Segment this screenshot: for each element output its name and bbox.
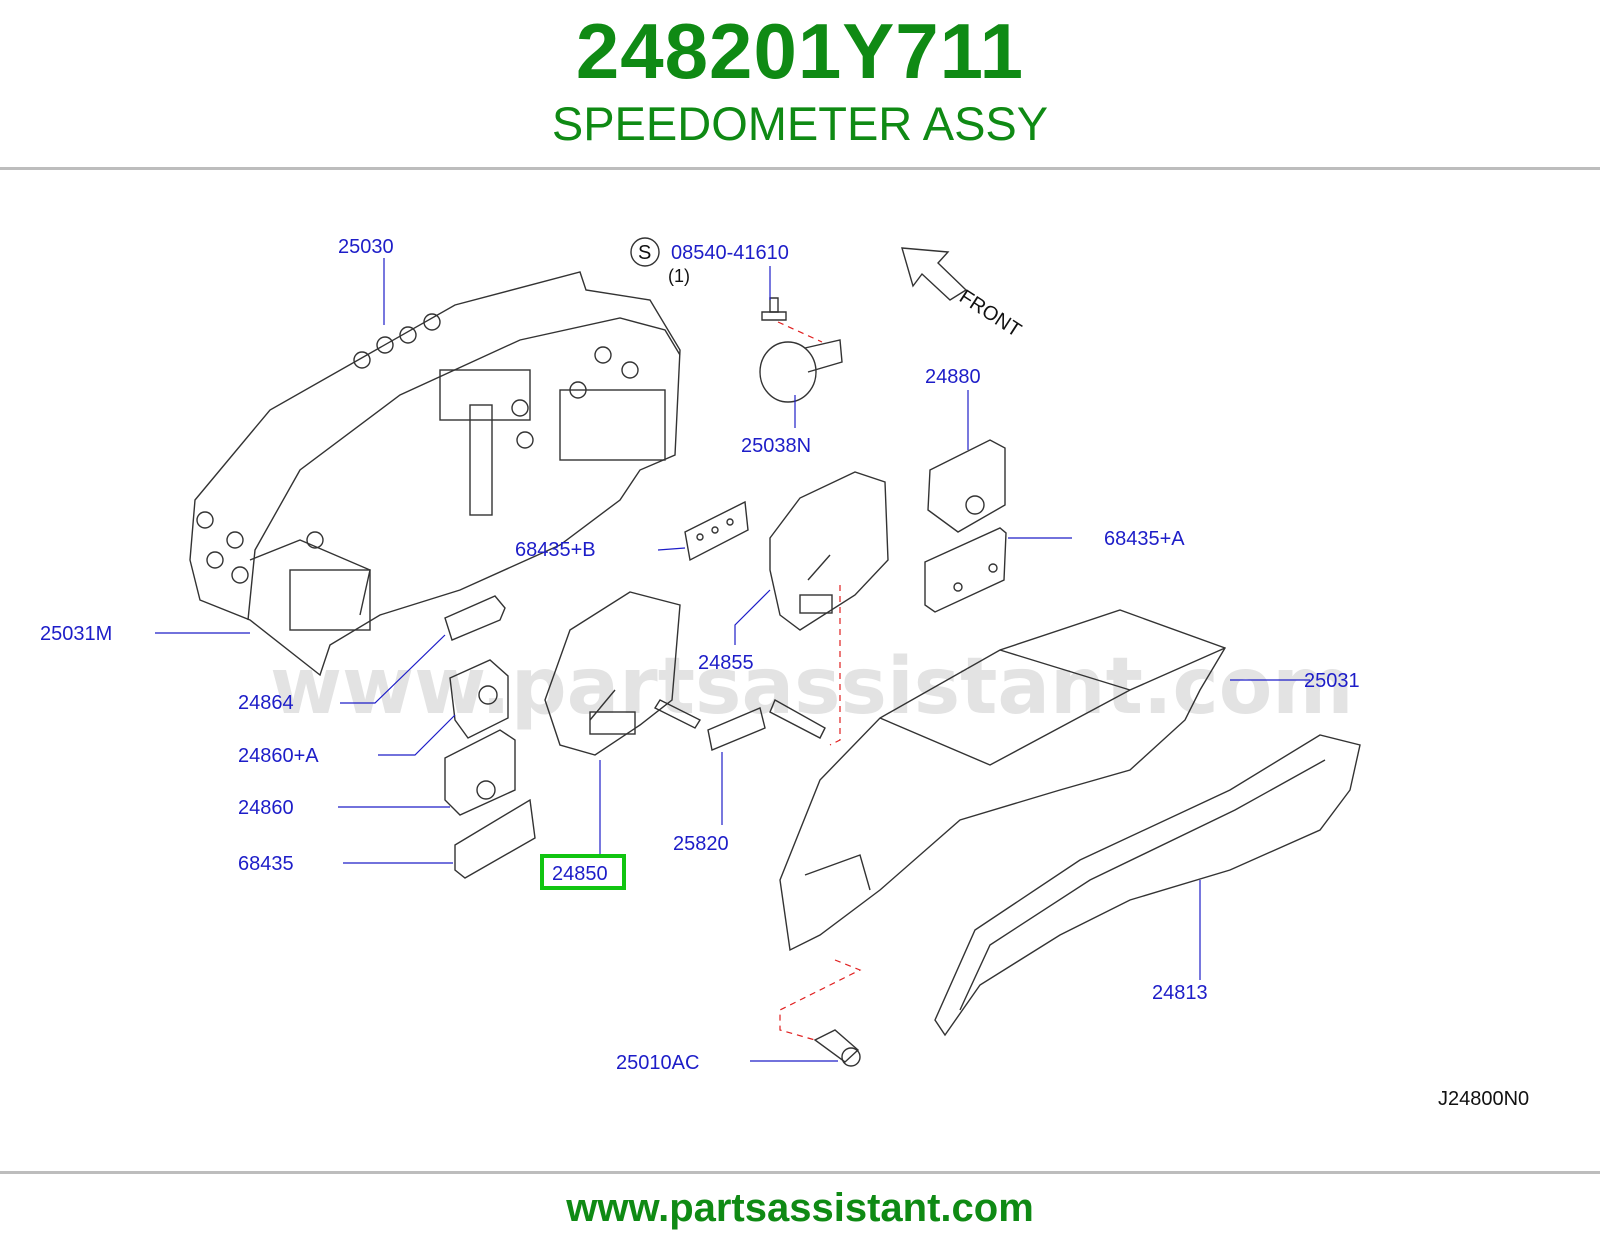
highlight-box — [540, 854, 626, 890]
meter-glass-part — [934, 734, 1361, 1037]
plate-68435a-part — [924, 527, 1007, 613]
callout-24850-highlighted[interactable]: 24850 — [552, 863, 608, 885]
callout-24860-a[interactable]: 24860+A — [238, 745, 319, 767]
quantity-note: (1) — [668, 266, 690, 286]
plate-68435-part — [454, 798, 536, 879]
diagram-reference-code: J24800N0 — [1438, 1088, 1529, 1110]
gauge-24880-part — [927, 439, 1006, 533]
callout-24864[interactable]: 24864 — [238, 692, 294, 714]
callout-25031[interactable]: 25031 — [1304, 670, 1360, 692]
footer-divider — [0, 1171, 1600, 1174]
screw-25010ac-part — [779, 585, 862, 1067]
plate-68435b-part — [684, 500, 749, 562]
gauge-24860a-part — [449, 659, 509, 739]
s-marker-label: S — [638, 242, 651, 264]
meter-case-part — [779, 609, 1227, 952]
callout-25031m[interactable]: 25031M — [40, 623, 112, 645]
callout-68435-a[interactable]: 68435+A — [1104, 528, 1185, 550]
callout-24880[interactable]: 24880 — [925, 366, 981, 388]
rear-housing-part — [189, 271, 681, 677]
callout-68435-b[interactable]: 68435+B — [515, 539, 596, 561]
tachometer-part — [769, 471, 889, 631]
callout-08540-41610[interactable]: 08540-41610 — [671, 242, 789, 264]
watermark-text: www.partsassistant.com — [270, 642, 1354, 732]
callout-25030[interactable]: 25030 — [338, 236, 394, 258]
front-label: FRONT — [955, 286, 1025, 342]
part-number-title: 248201Y711 — [575, 7, 1025, 95]
footer-website-link[interactable]: www.partsassistant.com — [566, 1186, 1034, 1230]
header-divider — [0, 167, 1600, 170]
callout-24860[interactable]: 24860 — [238, 797, 294, 819]
gauge-24860-part — [444, 729, 516, 816]
speedometer-part — [544, 591, 681, 756]
part-name-subtitle: SPEEDOMETER ASSY — [551, 97, 1049, 150]
front-arrow-icon — [901, 247, 968, 301]
buzzer-part — [759, 297, 843, 403]
callout-24813[interactable]: 24813 — [1152, 982, 1208, 1004]
odometer-part — [653, 699, 826, 751]
callout-25820[interactable]: 25820 — [673, 833, 729, 855]
callout-68435[interactable]: 68435 — [238, 853, 294, 875]
callout-24855[interactable]: 24855 — [698, 652, 754, 674]
callout-25038n[interactable]: 25038N — [741, 435, 811, 457]
s-marker-icon — [630, 237, 660, 267]
cover-24864-part — [444, 595, 506, 641]
callout-25010ac[interactable]: 25010AC — [616, 1052, 699, 1074]
leader-lines — [155, 258, 1310, 1062]
